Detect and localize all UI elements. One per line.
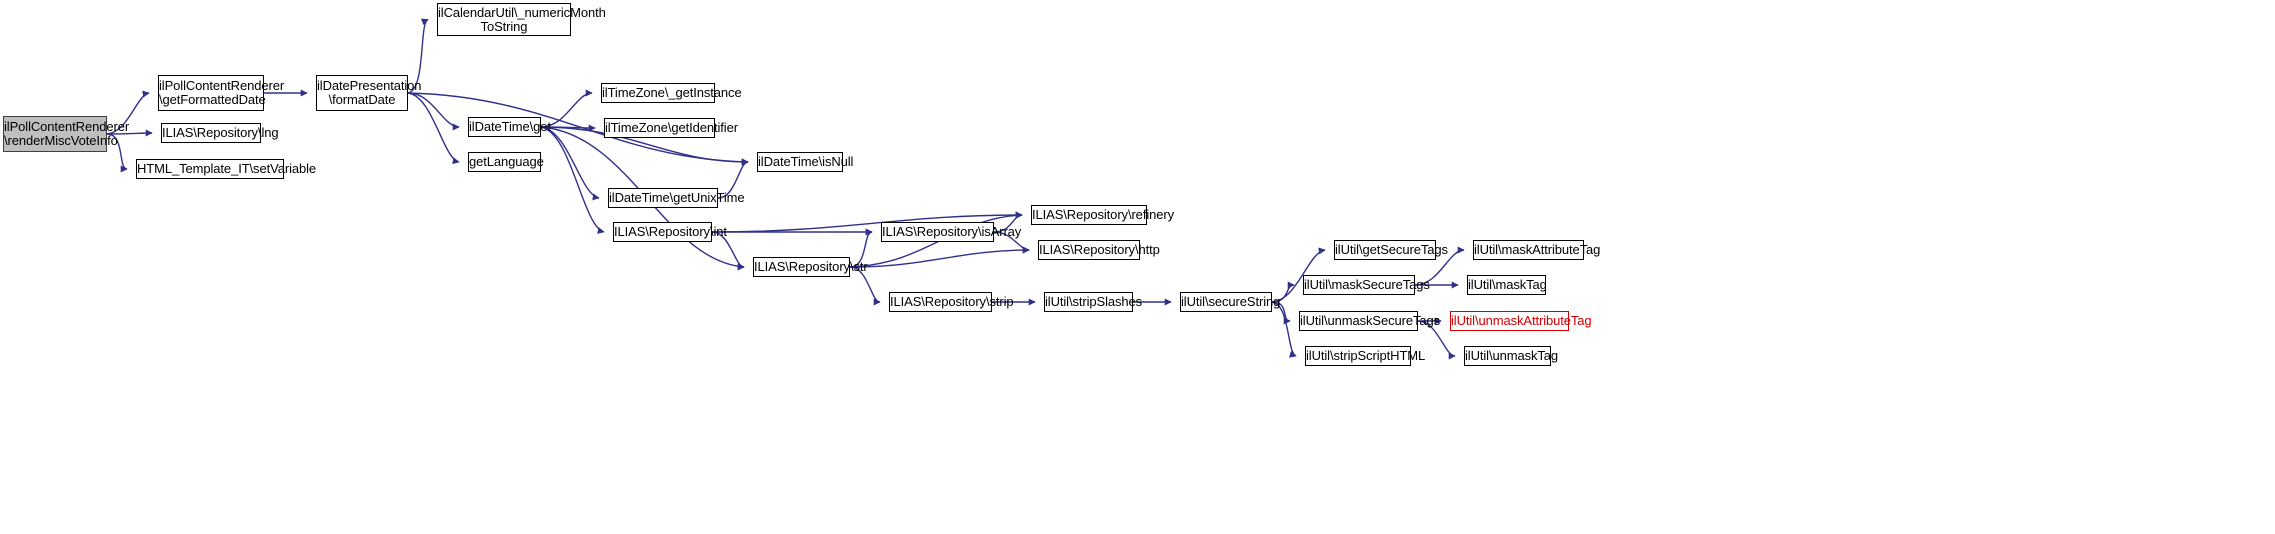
graph-edge	[407, 92, 460, 165]
graph-node-label: ilDateTime\get	[469, 119, 551, 134]
graph-node[interactable]: ILIAS\Repository\int	[613, 222, 727, 242]
graph-edge	[1271, 301, 1297, 358]
graph-node-label: ilUtil\maskSecureTags	[1304, 277, 1430, 292]
graph-node-label: ILIAS\Repository\str	[754, 259, 868, 274]
graph-node[interactable]: ilDatePresentation \formatDate	[316, 75, 422, 111]
graph-node[interactable]: ilUtil\maskSecureTags	[1303, 275, 1430, 295]
graph-node-label: ilUtil\stripSlashes	[1045, 294, 1143, 309]
graph-node-label: HTML_Template_IT\setVariable	[137, 161, 317, 176]
graph-node[interactable]: ilUtil\unmaskAttributeTag	[1450, 311, 1592, 331]
graph-node[interactable]: ilCalendarUtil\_numericMonth ToString	[437, 3, 606, 36]
graph-node[interactable]: ilUtil\maskAttributeTag	[1473, 240, 1601, 260]
graph-node-label: ilUtil\unmaskSecureTags	[1300, 313, 1441, 328]
graph-node[interactable]: ilTimeZone\getIdentifier	[604, 118, 738, 138]
graph-node[interactable]: ilTimeZone\_getInstance	[601, 83, 742, 103]
graph-node[interactable]: ilUtil\maskTag	[1467, 275, 1547, 295]
graph-node-label: ILIAS\Repository\refinery	[1032, 207, 1175, 222]
graph-node-label: ilDatePresentation \formatDate	[317, 78, 422, 107]
graph-edge	[540, 126, 605, 234]
graph-node-label: ilUtil\unmaskAttributeTag	[1451, 313, 1592, 328]
graph-node-label: ilPollContentRenderer \renderMiscVoteInf…	[4, 119, 130, 148]
graph-node[interactable]: ilPollContentRenderer \renderMiscVoteInf…	[3, 116, 130, 152]
graph-node[interactable]: ilUtil\getSecureTags	[1334, 240, 1448, 260]
graph-node[interactable]: ilUtil\unmaskTag	[1464, 346, 1559, 366]
graph-node[interactable]: getLanguage	[468, 152, 544, 172]
graph-node[interactable]: ilDateTime\getUnixTime	[608, 188, 745, 208]
graph-node[interactable]: ilUtil\secureString	[1180, 292, 1281, 312]
graph-node[interactable]: HTML_Template_IT\setVariable	[136, 159, 317, 179]
graph-edge	[540, 126, 600, 201]
graph-node[interactable]: ILIAS\Repository\refinery	[1031, 205, 1175, 225]
graph-node-label: ilUtil\maskAttributeTag	[1474, 242, 1601, 257]
graph-node-label: ilCalendarUtil\_numericMonth ToString	[438, 4, 606, 34]
graph-node-label: ilTimeZone\getIdentifier	[605, 120, 738, 135]
graph-node-label: ilTimeZone\_getInstance	[602, 85, 742, 100]
graph-node-label: ILIAS\Repository\http	[1039, 242, 1160, 257]
graph-node-label: ilUtil\secureString	[1181, 294, 1281, 309]
graph-node[interactable]: ILIAS\Repository\http	[1038, 240, 1160, 260]
graph-node-label: ILIAS\Repository\strip	[890, 294, 1014, 309]
graph-node-label: ilDateTime\isNull	[758, 154, 854, 169]
graph-node-label: ilUtil\maskTag	[1468, 277, 1547, 292]
graph-node-label: getLanguage	[469, 154, 544, 169]
graph-node[interactable]: ILIAS\Repository\strip	[889, 292, 1014, 312]
graph-node-label: ILIAS\Repository\isArray	[882, 224, 1022, 239]
graph-node[interactable]: ilUtil\unmaskSecureTags	[1299, 311, 1441, 331]
graph-node[interactable]: ilPollContentRenderer \getFormattedDate	[158, 75, 285, 111]
graph-edge	[407, 92, 460, 131]
graph-node-label: ilUtil\getSecureTags	[1335, 242, 1448, 257]
graph-node-label: ILIAS\Repository\int	[614, 224, 727, 239]
graph-node-label: ILIAS\Repository\lng	[162, 125, 279, 140]
graph-node-label: ilUtil\stripScriptHTML	[1306, 348, 1426, 363]
graph-edge	[849, 246, 1030, 268]
graph-node[interactable]: ILIAS\Repository\isArray	[881, 222, 1022, 242]
graph-node-label: ilPollContentRenderer \getFormattedDate	[159, 78, 285, 107]
graph-node-label: ilDateTime\getUnixTime	[609, 190, 745, 205]
graph-node[interactable]: ilUtil\stripScriptHTML	[1305, 346, 1426, 366]
graph-node-label: ilUtil\unmaskTag	[1465, 348, 1559, 363]
graph-node[interactable]: ILIAS\Repository\str	[753, 257, 868, 277]
graph-node[interactable]: ilDateTime\isNull	[757, 152, 854, 172]
graph-node[interactable]: ILIAS\Repository\lng	[161, 123, 279, 143]
graph-node[interactable]: ilUtil\stripSlashes	[1044, 292, 1143, 312]
graph-node[interactable]: ilDateTime\get	[468, 117, 551, 137]
